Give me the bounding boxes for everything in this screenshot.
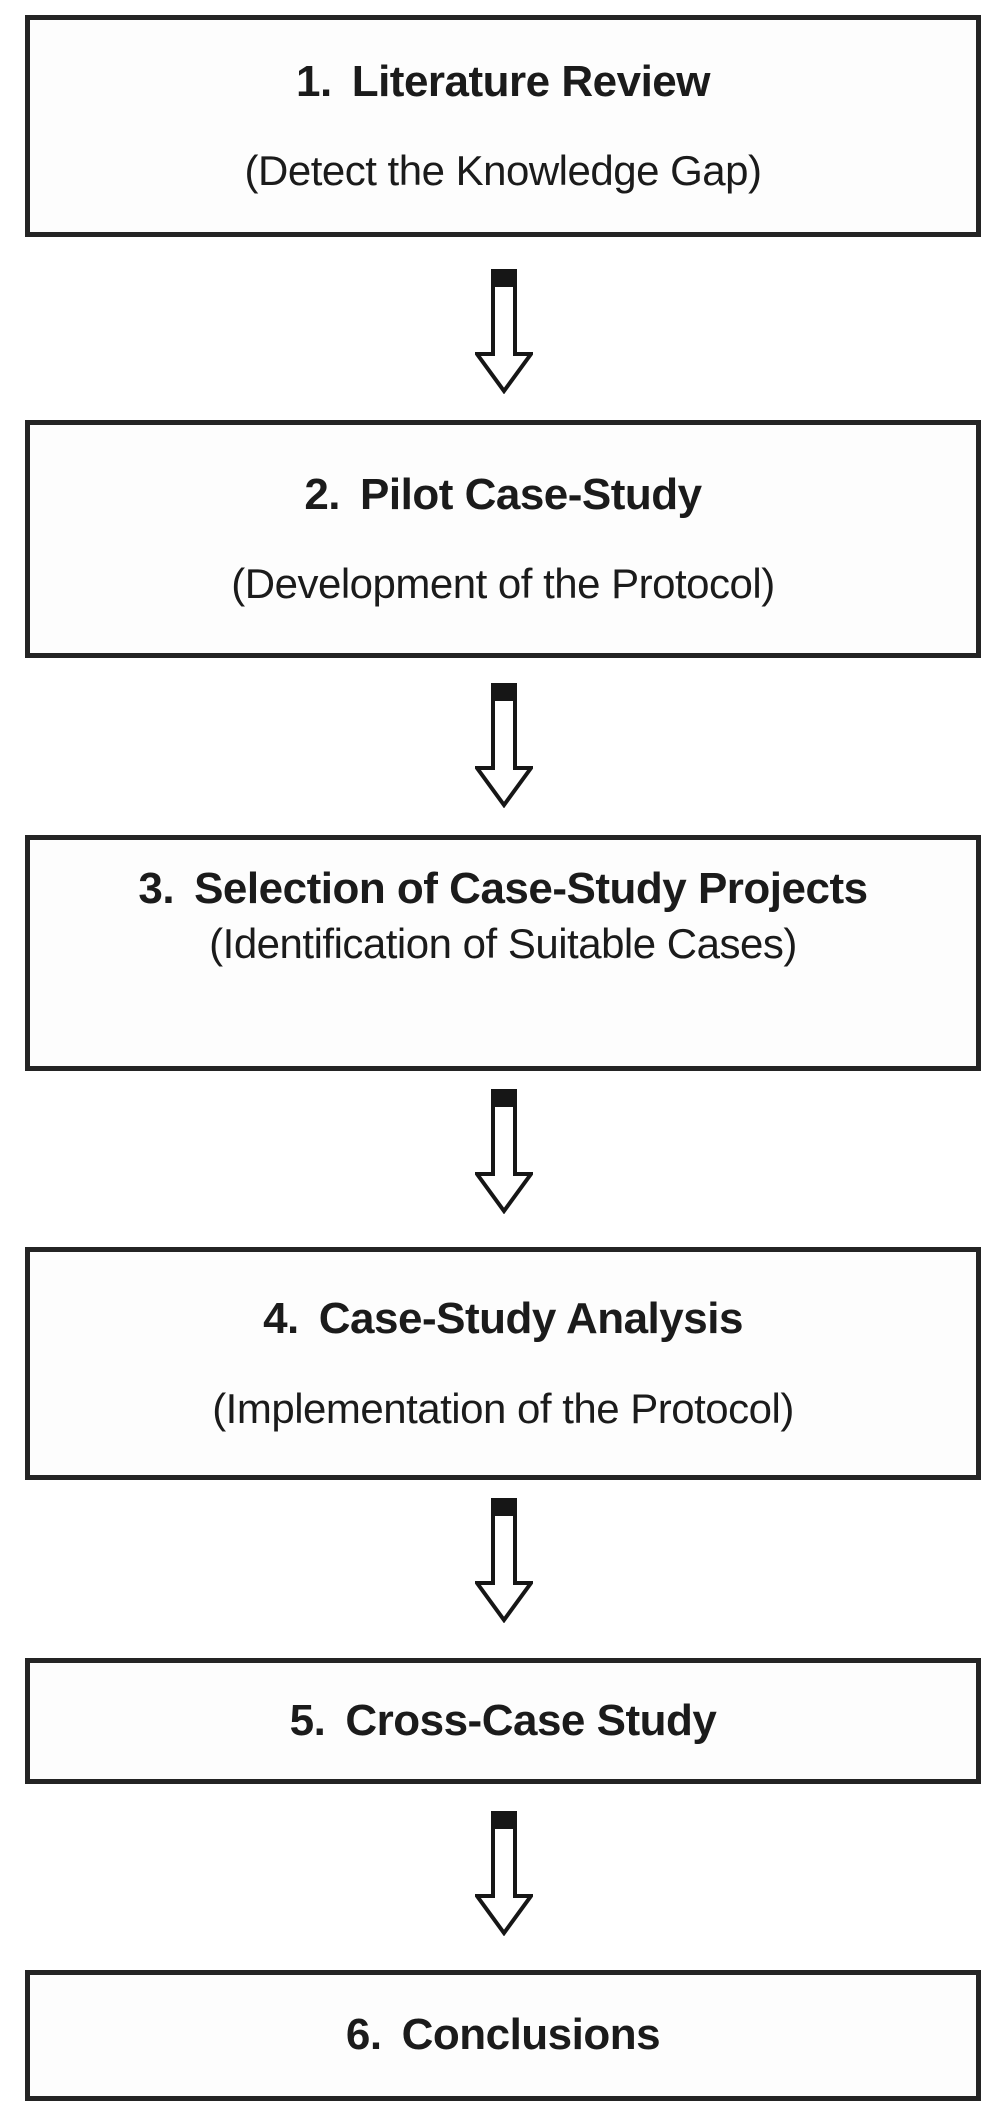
step-5-title: 5. Cross-Case Study [289, 1695, 717, 1745]
step-5-number: 5. [289, 1695, 326, 1745]
step-4-title: 4. Case-Study Analysis [263, 1296, 743, 1342]
flow-step-2: 2. Pilot Case-Study (Development of the P… [25, 420, 981, 658]
down-arrow-icon [475, 1497, 533, 1623]
step-1-number: 1. [295, 56, 332, 106]
step-1-subtitle: (Detect the Knowledge Gap) [244, 147, 762, 195]
step-2-title-text: Pilot Case-Study [360, 469, 702, 519]
flow-step-4: 4. Case-Study Analysis (Implementation of… [25, 1247, 981, 1480]
flow-step-5: 5. Cross-Case Study [25, 1658, 981, 1784]
step-3-subtitle: (Identification of Suitable Cases) [209, 920, 797, 968]
step-4-number: 4. [263, 1294, 299, 1344]
down-arrow-icon [475, 682, 533, 808]
step-6-title-text: Conclusions [401, 2010, 661, 2060]
step-6-title: 6. Conclusions [345, 2010, 661, 2060]
flow-step-6: 6. Conclusions [25, 1970, 981, 2101]
step-2-subtitle: (Development of the Protocol) [231, 560, 775, 608]
step-1-title: 1. Literature Review [295, 56, 711, 106]
down-arrow-icon [475, 268, 533, 394]
step-2-title: 2. Pilot Case-Study [304, 469, 702, 519]
step-2-number: 2. [304, 469, 341, 519]
step-3-title-text: Selection of Case-Study Projects [194, 864, 868, 913]
step-1-title-text: Literature Review [351, 56, 711, 106]
flow-step-1: 1. Literature Review (Detect the Knowledg… [25, 15, 981, 237]
down-arrow-icon [475, 1088, 533, 1214]
step-4-subtitle: (Implementation of the Protocol) [212, 1384, 794, 1432]
flow-step-3: 3. Selection of Case-Study Projects (Iden… [25, 835, 981, 1071]
down-arrow-icon [475, 1810, 533, 1936]
step-3-number: 3. [138, 864, 175, 913]
step-6-number: 6. [345, 2010, 382, 2060]
step-4-title-text: Case-Study Analysis [318, 1294, 744, 1344]
step-3-title: 3. Selection of Case-Study Projects [138, 864, 868, 913]
step-5-title-text: Cross-Case Study [345, 1695, 717, 1745]
